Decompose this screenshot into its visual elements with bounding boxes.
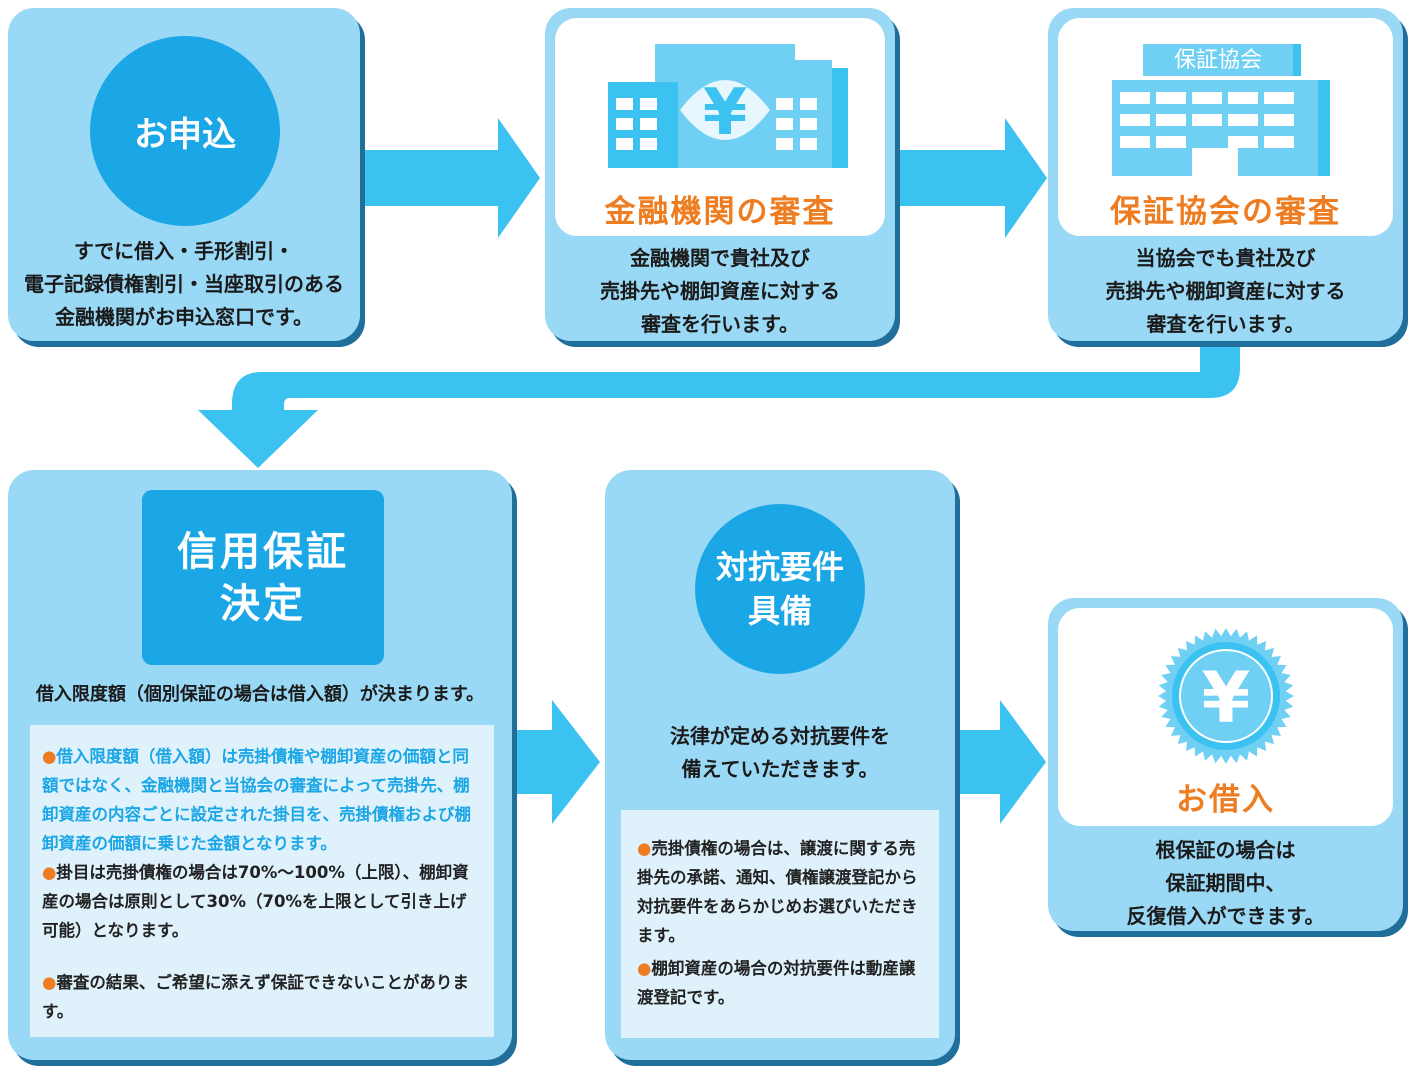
perfection-note-1: ●売掛債権の場合は、譲渡に関する売掛先の承諾、通知、債権譲渡登記から対抗要件をあ… (637, 834, 927, 950)
association-sign: 保証協会 (1173, 48, 1262, 73)
bank-review-title: 金融機関の審査 (604, 194, 836, 230)
bullet-icon: ● (42, 863, 57, 882)
decision-note-1-text: 借入限度額（借入額）は売掛債権や棚卸資産の価額と同額ではなく、金融機関と当協会の… (42, 747, 471, 853)
apply-circle-label: お申込 (134, 114, 236, 155)
bullet-icon: ● (637, 959, 652, 978)
arrow-connector (198, 340, 1240, 468)
bullet-icon: ● (637, 839, 652, 858)
step-association-review-card: 保証協会 保証協会の審査 当協会でも貴社及び 売掛先や棚卸資産に対する 審査を行… (1048, 8, 1403, 341)
perfection-description: 法律が定める対抗要件を 備えていただきます。 (670, 724, 890, 781)
arrow-right-1 (360, 118, 540, 238)
association-building-icon (1112, 44, 1330, 176)
bank-review-description: 金融機関で貴社及び 売掛先や棚卸資産に対する 審査を行います。 (600, 246, 840, 336)
decision-note-2: ●掛目は売掛債権の場合は70%〜100%（上限）、棚卸資産の場合は原則として30… (42, 858, 482, 945)
arrow-right-3 (512, 700, 600, 824)
borrow-title: お借入 (1176, 782, 1275, 818)
step-borrow-card: ¥ お借入 根保証の場合は 保証期間中、 反復借入ができます。 (1048, 598, 1403, 931)
arrow-right-4 (960, 700, 1046, 824)
decision-notes-box (30, 725, 494, 1037)
decision-box-line1: 信用保証 (177, 528, 349, 575)
apply-circle: お申込 (90, 36, 280, 226)
perfection-notes-box (621, 810, 939, 1038)
step-decision-card: 信用保証 決定 借入限度額（個別保証の場合は借入額）が決まります。 ●借入限度額… (8, 470, 512, 1060)
perfection-note-1-text: 売掛債権の場合は、譲渡に関する売掛先の承諾、通知、債権譲渡登記から対抗要件をあら… (637, 839, 918, 945)
perfection-note-2-text: 棚卸資産の場合の対抗要件は動産譲渡登記です。 (637, 959, 916, 1007)
borrow-description: 根保証の場合は 保証期間中、 反復借入ができます。 (1126, 838, 1325, 928)
perfection-circle-line2: 具備 (747, 592, 812, 630)
perfection-note-2: ●棚卸資産の場合の対抗要件は動産譲渡登記です。 (637, 954, 927, 1012)
association-review-description: 当協会でも貴社及び 売掛先や棚卸資産に対する 審査を行います。 (1105, 246, 1346, 336)
bullet-icon: ● (42, 747, 57, 766)
apply-description: すでに借入・手形割引・ 電子記録債権割引・当座取引のある 金融機関がお申込窓口で… (24, 239, 344, 329)
step-apply-card: お申込 すでに借入・手形割引・ 電子記録債権割引・当座取引のある 金融機関がお申… (8, 8, 360, 341)
yen-medal-icon: ¥ (1158, 628, 1294, 764)
association-review-title: 保証協会の審査 (1110, 194, 1341, 230)
arrow-right-2 (895, 118, 1047, 238)
decision-note-1: ●借入限度額（借入額）は売掛債権や棚卸資産の価額と同額ではなく、金融機関と当協会… (42, 742, 482, 858)
perfection-circle: 対抗要件 具備 (695, 504, 865, 674)
decision-note-3: ●審査の結果、ご希望に添えず保証できないことがあります。 (42, 968, 482, 1026)
perfection-circle-line1: 対抗要件 (715, 548, 844, 586)
step-perfection-card: 対抗要件 具備 法律が定める対抗要件を 備えていただきます。 ●売掛債権の場合は… (605, 470, 955, 1060)
bank-yen-building-icon: ¥ (608, 44, 848, 168)
decision-note-2-text: 掛目は売掛債権の場合は70%〜100%（上限）、棚卸資産の場合は原則として30%… (42, 863, 469, 940)
decision-subtitle: 借入限度額（個別保証の場合は借入額）が決まります。 (35, 684, 485, 705)
decision-note-3-text: 審査の結果、ご希望に添えず保証できないことがあります。 (42, 973, 469, 1021)
step-bank-review-card: ¥ 金融機関の審査 金融機関で貴社及び 売掛先や棚卸資産に対する 審査を行います… (545, 8, 895, 341)
decision-box: 信用保証 決定 (142, 490, 384, 665)
bullet-icon: ● (42, 973, 57, 992)
svg-text:¥: ¥ (703, 76, 748, 150)
svg-text:¥: ¥ (1202, 657, 1251, 739)
decision-box-line2: 決定 (220, 580, 306, 627)
